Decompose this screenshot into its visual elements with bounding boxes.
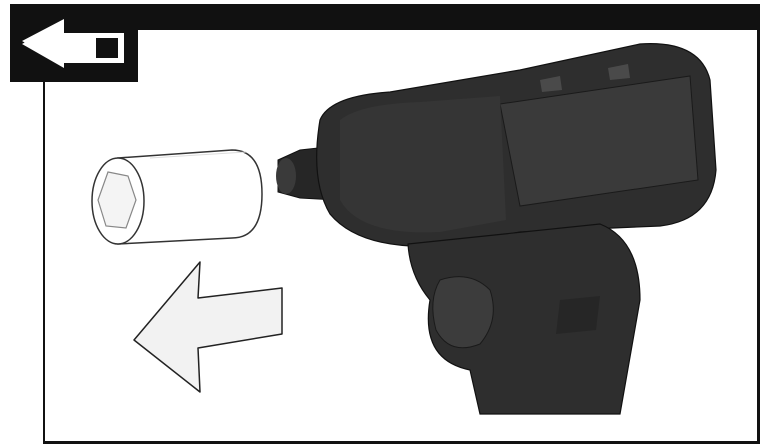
- left-arrow-icon: [10, 4, 138, 82]
- socket-illustration: [92, 150, 262, 244]
